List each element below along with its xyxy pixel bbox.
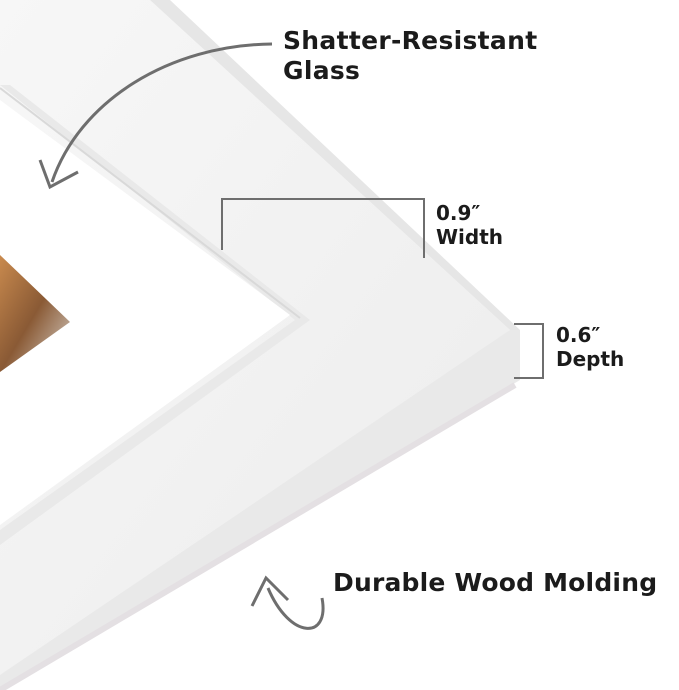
- frame-outer-edge: [150, 0, 520, 330]
- width-caption: Width: [436, 224, 504, 249]
- glass-label-line1: Shatter-Resistant: [283, 26, 538, 55]
- molding-arrow: [250, 575, 325, 630]
- mat-board: [0, 100, 290, 525]
- width-value: 0.9″: [436, 201, 481, 225]
- frame-outer-edge-lower: [0, 330, 520, 690]
- glass-label: Shatter-Resistant Glass: [283, 26, 537, 85]
- dimension-bracket-icon: [514, 323, 544, 379]
- glass-arrow: [38, 42, 273, 190]
- depth-label: 0.6″ Depth: [556, 323, 625, 371]
- dimension-bracket-icon: [221, 198, 425, 258]
- frame-face: [0, 0, 510, 690]
- width-label: 0.9″ Width: [436, 201, 504, 249]
- photo-corner: [0, 255, 70, 372]
- curved-arrow-icon: [266, 587, 325, 630]
- depth-value: 0.6″: [556, 323, 601, 347]
- depth-caption: Depth: [556, 346, 625, 371]
- molding-label: Durable Wood Molding: [333, 568, 658, 597]
- glass-label-line2: Glass: [283, 55, 361, 85]
- curved-arrow-icon: [50, 42, 273, 183]
